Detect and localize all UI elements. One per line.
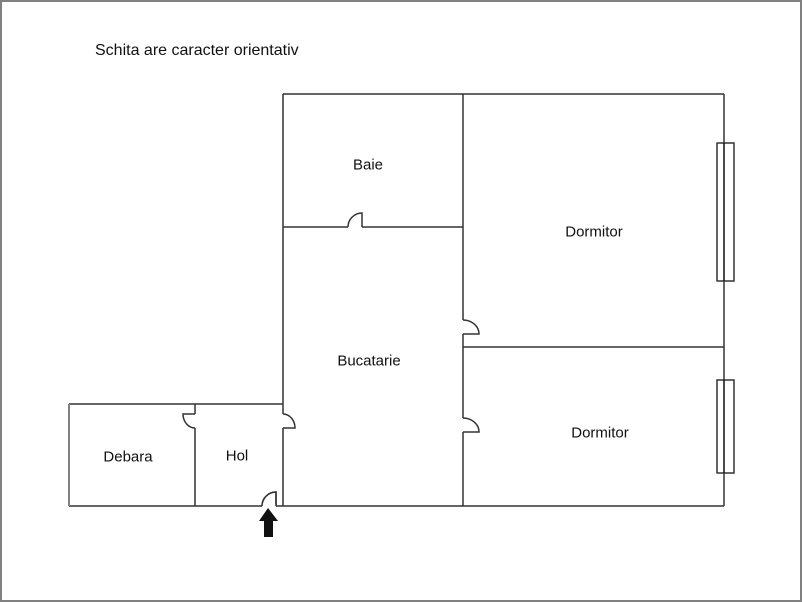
door-dormitor-2 xyxy=(462,417,480,433)
room-label-hol: Hol xyxy=(225,447,249,465)
door-debara xyxy=(182,413,196,429)
window-dormitor-2 xyxy=(716,379,735,474)
sketch-disclaimer: Schita are caracter orientativ xyxy=(95,42,299,59)
room-label-bucatarie: Bucatarie xyxy=(337,352,401,370)
door-baie xyxy=(347,212,363,228)
door-bucatarie xyxy=(282,413,296,429)
window-dormitor-1 xyxy=(716,142,735,282)
room-label-dormitor-1: Dormitor xyxy=(565,223,623,241)
room-label-baie: Baie xyxy=(352,156,384,174)
room-label-dormitor-2: Dormitor xyxy=(571,424,629,442)
door-dormitor-1 xyxy=(462,319,480,335)
room-label-debara: Debara xyxy=(103,448,153,466)
arrow-up-icon xyxy=(259,508,278,537)
